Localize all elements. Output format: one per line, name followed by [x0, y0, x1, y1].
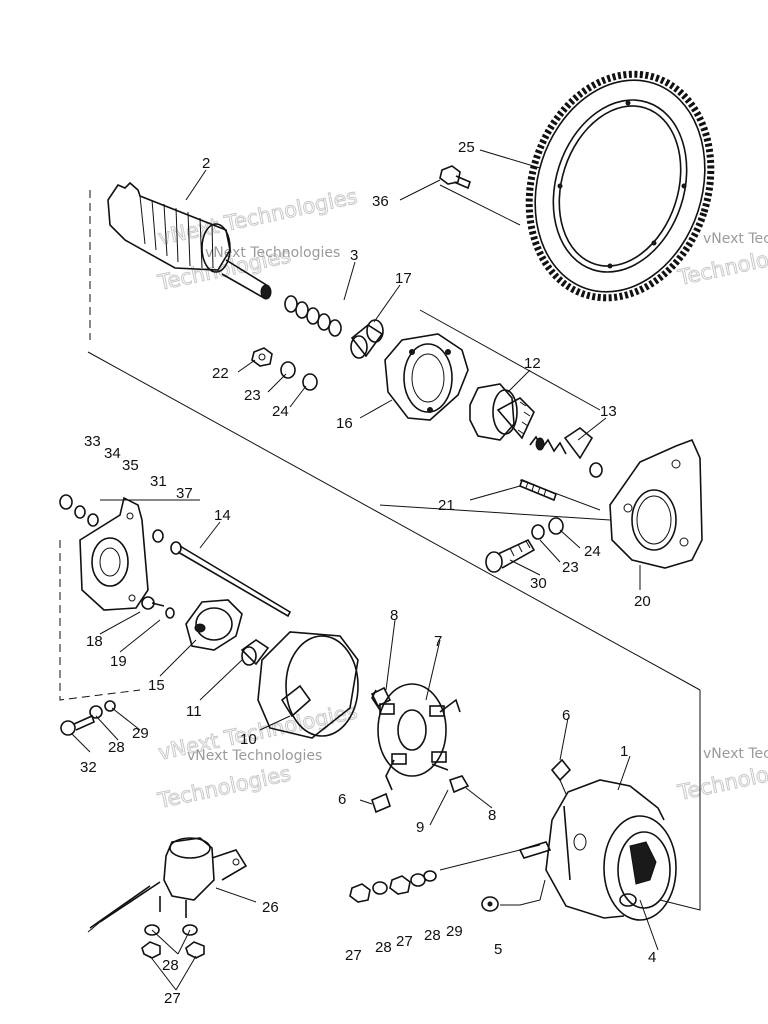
callout-24b: 24	[584, 543, 601, 560]
callout-34: 34	[104, 445, 121, 462]
callout-14: 14	[214, 507, 231, 524]
callout-33: 33	[84, 433, 101, 450]
housing-screw	[481, 896, 499, 912]
callout-7: 7	[434, 633, 442, 650]
callout-28a: 28	[375, 939, 392, 956]
callout-18: 18	[86, 633, 103, 650]
mount-bolt	[485, 517, 564, 573]
callout-9: 9	[416, 819, 424, 836]
callout-20: 20	[634, 593, 651, 610]
motor-housing	[518, 758, 677, 921]
callout-29a: 29	[446, 923, 463, 940]
rear-bushing	[240, 639, 270, 666]
callout-13: 13	[600, 403, 617, 420]
callout-12: 12	[524, 355, 541, 372]
watermark-text: vNext Technologies	[703, 231, 768, 247]
small-screw	[141, 596, 175, 619]
callout-23b: 23	[562, 559, 579, 576]
brush-plate	[371, 683, 461, 791]
watermark-text: vNext Technologies	[187, 748, 322, 764]
callout-23: 23	[244, 387, 261, 404]
drive-housing	[384, 333, 469, 421]
callout-24: 24	[272, 403, 289, 420]
brush-cap	[185, 599, 243, 651]
end-plate-screw	[60, 700, 116, 736]
callout-leaders	[71, 149, 659, 991]
callout-8b: 8	[488, 807, 496, 824]
callout-4: 4	[648, 949, 656, 966]
callout-19: 19	[110, 653, 127, 670]
callout-36: 36	[372, 193, 389, 210]
callout-22: 22	[212, 365, 229, 382]
nut-washer-set	[251, 347, 318, 391]
callout-28d: 28	[108, 739, 125, 756]
callout-5: 5	[494, 941, 502, 958]
callout-21: 21	[438, 497, 455, 514]
flywheel-bolt	[439, 165, 471, 190]
callout-37: 37	[176, 485, 193, 502]
watermark-text: vNext Technologies	[205, 245, 340, 261]
ring-gear	[525, 70, 715, 302]
mount-bracket	[609, 438, 703, 569]
callout-17: 17	[395, 270, 412, 287]
callout-6a: 6	[338, 791, 346, 808]
callout-28c: 28	[162, 957, 179, 974]
callout-26: 26	[262, 899, 279, 916]
callout-6b: 6	[562, 707, 570, 724]
callout-8a: 8	[390, 607, 398, 624]
callout-2: 2	[202, 155, 210, 172]
callout-labels: 2 3 17 22 23 24 16 12 13 25 36 21 24 23 …	[80, 139, 656, 1007]
brushes	[370, 686, 470, 814]
bushing	[350, 319, 384, 359]
callout-31: 31	[150, 473, 167, 490]
callout-25: 25	[458, 139, 475, 156]
assembly-lines	[59, 184, 701, 911]
callout-32: 32	[80, 759, 97, 776]
callout-28b: 28	[424, 927, 441, 944]
armature	[107, 181, 272, 300]
spring-collar	[529, 427, 603, 478]
callout-29b: 29	[132, 725, 149, 742]
pinion	[469, 383, 535, 441]
watermark-group: vNext Technologies Technologies vNext Te…	[155, 184, 768, 814]
callout-16: 16	[336, 415, 353, 432]
callout-1: 1	[620, 743, 628, 760]
terminal-hardware	[349, 870, 437, 903]
callout-10: 10	[240, 731, 257, 748]
watermark-text: Technologies	[155, 761, 293, 813]
callout-15: 15	[148, 677, 165, 694]
callout-30: 30	[530, 575, 547, 592]
callout-27a: 27	[345, 947, 362, 964]
spacer-washers	[284, 295, 342, 337]
callout-27b: 27	[396, 933, 413, 950]
callout-11: 11	[186, 703, 202, 720]
field-frame	[257, 631, 359, 739]
watermark-text: vNext Technologies	[703, 746, 768, 762]
callout-27c: 27	[164, 990, 181, 1007]
watermark-text: vNext Technologies	[156, 184, 359, 250]
through-bolt	[170, 541, 292, 618]
solenoid	[87, 837, 248, 959]
stud	[519, 478, 557, 502]
callout-3: 3	[350, 247, 358, 264]
end-plate	[59, 494, 164, 611]
callout-35: 35	[122, 457, 139, 474]
